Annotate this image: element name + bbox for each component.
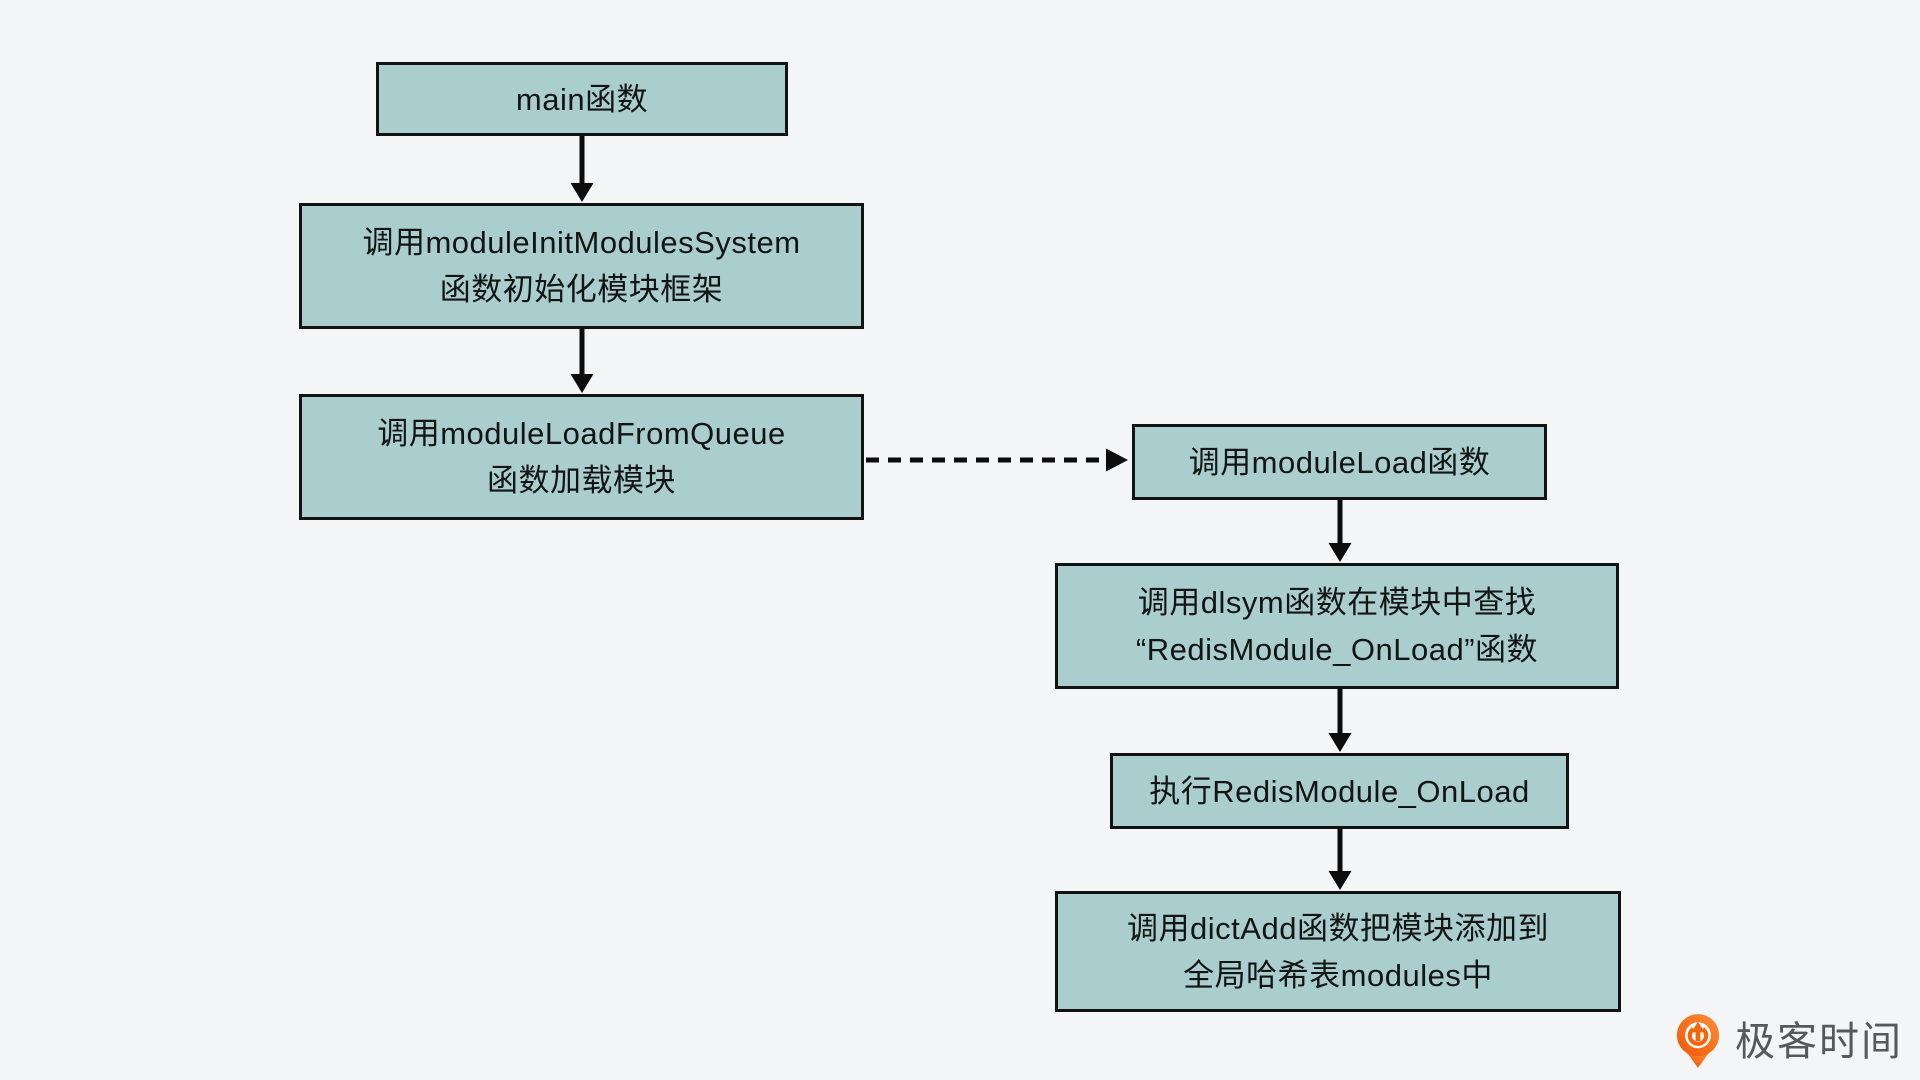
arrow-init-modules-to-load-from-queue (570, 329, 594, 393)
geektime-logo: 极客时间 (1674, 1012, 1903, 1070)
node-dlsym-lookup: 调用dlsym函数在模块中查找 “RedisModule_OnLoad”函数 (1055, 563, 1619, 689)
node-module-init-modules-system: 调用moduleInitModulesSystem 函数初始化模块框架 (299, 203, 864, 329)
node-main-function: main函数 (376, 62, 788, 136)
arrow-dlsym-to-exec-onload (1328, 689, 1352, 752)
arrow-module-load-to-dlsym (1328, 500, 1352, 562)
arrow-main-to-init-modules (570, 136, 594, 202)
arrow-exec-onload-to-dict-add (1328, 829, 1352, 890)
node-dict-add: 调用dictAdd函数把模块添加到 全局哈希表modules中 (1055, 891, 1621, 1012)
node-module-load: 调用moduleLoad函数 (1132, 424, 1547, 500)
geektime-logo-icon (1676, 1014, 1720, 1068)
dashed-arrow-load-from-queue-to-module-load (866, 448, 1128, 472)
node-module-load-from-queue: 调用moduleLoadFromQueue 函数加载模块 (299, 394, 864, 520)
geektime-logo-text: 极客时间 (1735, 1020, 1903, 1064)
node-exec-redismodule-onload: 执行RedisModule_OnLoad (1110, 753, 1569, 829)
